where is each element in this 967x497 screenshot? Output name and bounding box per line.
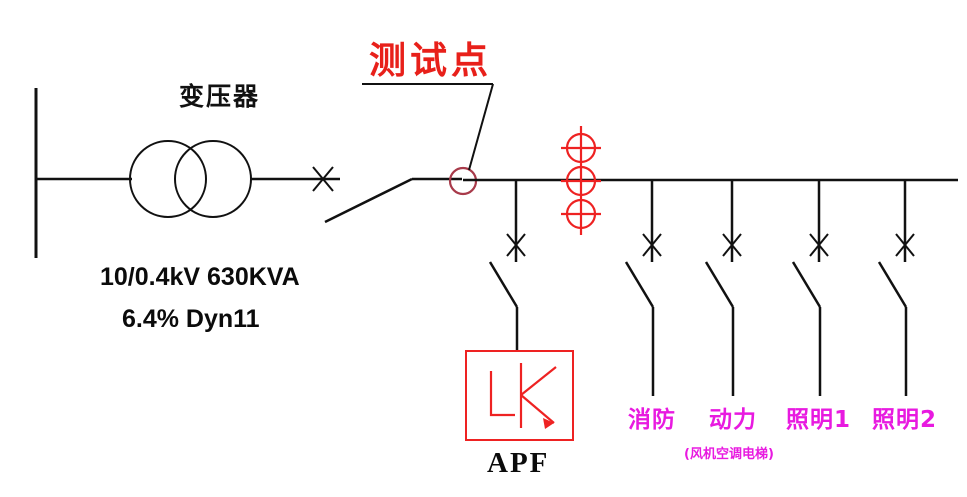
main-breaker-cross-icon — [312, 166, 334, 192]
test-point-title: 测试点 — [369, 39, 492, 82]
transformer-secondary-winding — [174, 140, 252, 218]
transformer-label: 变压器 — [179, 82, 261, 111]
feeder-3-breaker-cross-icon — [809, 233, 829, 257]
capacitor-bank-symbol-top — [561, 132, 601, 164]
test-point-leader-diagonal — [468, 83, 494, 171]
transformer-spec-line-2: 6.4% Dyn11 — [122, 305, 260, 333]
feeder-2-breaker-cross-icon — [722, 233, 742, 257]
feeder-3-label: 照明1 — [786, 407, 852, 433]
apf-symbol-icon — [489, 363, 557, 429]
feeder-1-breaker-blade — [624, 261, 655, 308]
apf-breaker-blade — [488, 261, 519, 308]
feeder-4-breaker-blade — [877, 261, 908, 308]
feeder-2-breaker-blade — [704, 261, 735, 308]
feeder-2-label: 动力 — [709, 407, 757, 433]
apf-label: APF — [487, 447, 550, 479]
feeder-1-label: 消防 — [628, 407, 676, 433]
transformer-spec-line-1: 10/0.4kV 630KVA — [100, 263, 300, 291]
transformer-primary-winding — [129, 140, 207, 218]
apf-breaker-cross-icon — [506, 233, 526, 257]
feeder-2-sublabel: (风机空调电梯) — [684, 447, 774, 462]
feeder-3-breaker-blade — [791, 261, 822, 308]
main-breaker-blade — [324, 177, 413, 224]
feeder-1-breaker-cross-icon — [642, 233, 662, 257]
apf-device-box — [465, 350, 574, 441]
feeder-4-breaker-cross-icon — [895, 233, 915, 257]
capacitor-bank-symbol-bottom — [561, 198, 601, 230]
capacitor-bank-symbol-middle — [561, 165, 601, 197]
feeder-4-label: 照明2 — [872, 407, 938, 433]
